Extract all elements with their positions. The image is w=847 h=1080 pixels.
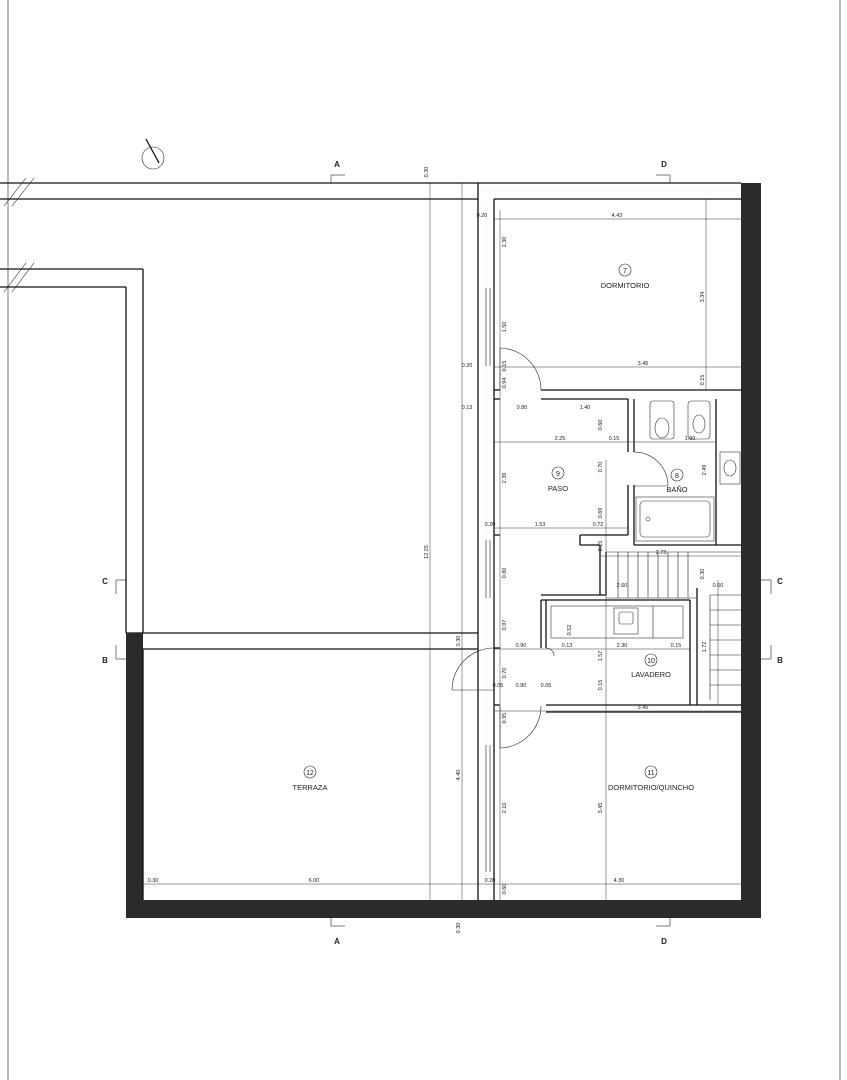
dim-239: 2.39	[502, 473, 508, 484]
dim-345c: 3.45	[598, 803, 604, 814]
dim-430: 4.30	[614, 878, 625, 884]
room-9-number: 9	[556, 471, 560, 478]
dim-345a: 3.45	[638, 361, 649, 367]
dim-020d: 0.20	[485, 878, 496, 884]
room-11-name: DORMITORIO/QUINCHO	[608, 783, 694, 792]
dim-130: 1.30	[502, 237, 508, 248]
section-label-b-right: B	[777, 656, 783, 665]
dim-140: 1.40	[580, 405, 591, 411]
terrace-outline	[142, 648, 478, 900]
dim-080b: 0.80	[502, 568, 508, 579]
dim-260: 2.60	[617, 583, 628, 589]
page-frame	[7, 0, 841, 1080]
dim-020b: 0.20	[462, 363, 473, 369]
bathroom-fixtures	[635, 400, 741, 542]
section-label-d-top: D	[661, 160, 667, 169]
laundry-fixtures	[550, 605, 684, 639]
room-8-number: 8	[675, 473, 679, 480]
dim-005a: 0.05	[493, 683, 504, 689]
dim-094: 0.94	[502, 378, 508, 389]
dim-015d: 0.15	[598, 541, 604, 552]
dim-190: 1.90	[685, 436, 696, 442]
dim-013b: 0.13	[562, 643, 573, 649]
room-7-name: DORMITORIO	[601, 281, 650, 290]
dim-070b: 0.70	[502, 668, 508, 679]
dim-072: 0.72	[593, 522, 604, 528]
room-10-number: 10	[647, 658, 655, 665]
room-9-name: PASO	[548, 484, 568, 493]
dim-060a: 0.60	[598, 420, 604, 431]
dim-030c: 0.30	[456, 636, 462, 647]
dim-080c: 0.80	[516, 683, 527, 689]
dim-030b: 0.30	[700, 569, 706, 580]
dim-020a: 0.20	[477, 213, 488, 219]
dim-070a: 0.70	[598, 462, 604, 473]
dim-150: 1.50	[502, 322, 508, 333]
section-label-d-bottom: D	[661, 937, 667, 946]
section-markers: A D A D C C B B	[102, 160, 783, 946]
section-label-c-left: C	[102, 577, 108, 586]
room-11-tag: 11 DORMITORIO/QUINCHO	[608, 765, 694, 792]
dim-060b: 0.60	[713, 583, 724, 589]
existing-structure	[0, 177, 478, 634]
dim-440: 4.40	[456, 770, 462, 781]
dim-210: 2.10	[502, 803, 508, 814]
dim-334: 3.34	[700, 292, 706, 303]
dim-052: 0.52	[567, 625, 573, 636]
dim-1225: 12.25	[424, 545, 430, 559]
room-labels: 7 DORMITORIO 8 BAÑO 9 PASO 10 LAVADERO 1…	[292, 263, 694, 792]
interior-walls	[494, 389, 741, 713]
dim-030d: 0.30	[148, 878, 159, 884]
room-8-name: BAÑO	[666, 485, 687, 494]
dim-013a: 0.13	[462, 405, 473, 411]
dim-080a: 0.80	[517, 405, 528, 411]
dim-090: 0.90	[516, 643, 527, 649]
dim-230: 2.30	[617, 643, 628, 649]
dim-249: 2.49	[702, 465, 708, 476]
room-12-tag: 12 TERRAZA	[292, 765, 328, 792]
room-12-number: 12	[306, 770, 314, 777]
dim-069: 0.69	[598, 508, 604, 519]
room-9-tag: 9 PASO	[548, 466, 568, 493]
stairs	[606, 551, 741, 700]
dim-345b: 3.45	[638, 705, 649, 711]
dim-015e: 0.15	[671, 643, 682, 649]
dim-153: 1.53	[535, 522, 546, 528]
dim-172: 1.72	[702, 642, 708, 653]
dim-005b: 0.05	[541, 683, 552, 689]
dim-095: 0.95	[502, 713, 508, 724]
dimension-lines	[126, 183, 741, 918]
dim-015c: 0.15	[609, 436, 620, 442]
section-label-b-left: B	[102, 656, 108, 665]
room-12-name: TERRAZA	[292, 783, 327, 792]
cut-walls	[126, 183, 761, 918]
room-10-name: LAVADERO	[631, 670, 671, 679]
room-8-tag: 8 BAÑO	[666, 468, 688, 494]
section-label-a-bottom: A	[334, 937, 340, 946]
dim-600: 6.00	[309, 878, 320, 884]
section-label-a-top: A	[334, 160, 340, 169]
room-7-tag: 7 DORMITORIO	[601, 263, 650, 290]
dim-443: 4.43	[612, 213, 623, 219]
dim-097: 0.97	[502, 620, 508, 631]
dim-015b: 0.15	[700, 375, 706, 386]
section-label-c-right: C	[777, 577, 783, 586]
doors	[451, 347, 669, 749]
dim-157: 1.57	[598, 651, 604, 662]
room-10-tag: 10 LAVADERO	[631, 653, 671, 679]
dim-225: 2.25	[555, 436, 566, 442]
room-11-number: 11	[647, 770, 654, 777]
dim-bottom-030: 0.30	[456, 923, 462, 934]
room-7-number: 7	[623, 268, 627, 275]
dim-060c: 0.60	[502, 884, 508, 895]
dim-015a: 0.15	[502, 361, 508, 372]
upper-block-walls	[477, 182, 741, 900]
north-arrow-icon	[141, 138, 165, 170]
dim-top-030: 0.30	[424, 167, 430, 178]
dim-015f: 0.15	[598, 680, 604, 691]
dim-273: 2.73	[656, 550, 667, 556]
dimension-texts: 0.30 4.43 0.20 1.30 1.50 3.34 0.15 0.20 …	[148, 167, 724, 934]
dim-020c: 0.20	[485, 522, 496, 528]
